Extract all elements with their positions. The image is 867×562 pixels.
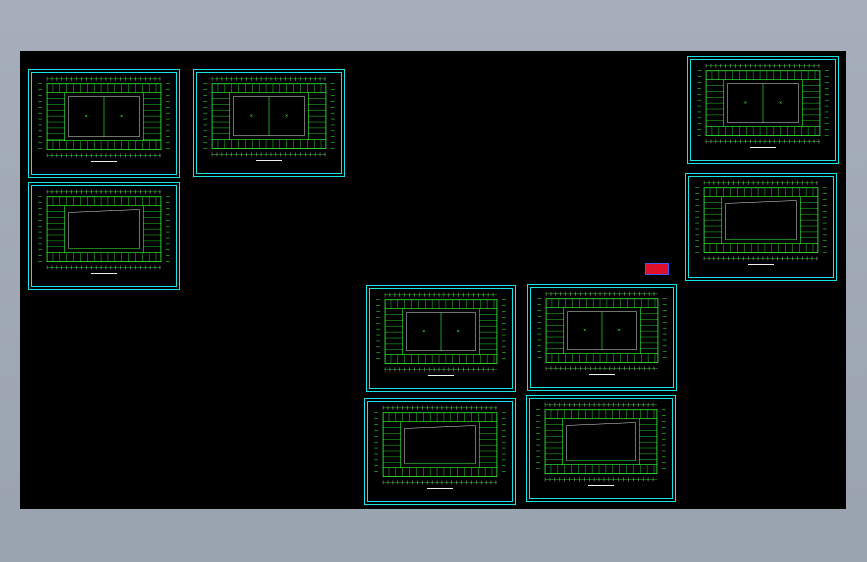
- svg-text:✕: ✕: [422, 329, 425, 334]
- sheet-inner-frame: [31, 72, 177, 175]
- floor-plan-drawing: [38, 189, 170, 270]
- svg-text:✕: ✕: [250, 113, 253, 118]
- floor-plan-drawing: ✕✕: [38, 76, 170, 158]
- svg-text:✕: ✕: [583, 328, 586, 333]
- sheet-inner-frame: [529, 398, 673, 499]
- sheet-title: [527, 486, 675, 492]
- sheet-inner-frame: [690, 59, 836, 161]
- floor-plan-drawing: ✕✕: [697, 63, 829, 144]
- svg-text:✕: ✕: [618, 328, 621, 333]
- floor-plan-drawing: ✕✕: [537, 291, 667, 371]
- drawing-sheet[interactable]: [28, 182, 180, 290]
- sheet-title: [686, 265, 836, 271]
- drawing-sheet[interactable]: [364, 398, 516, 505]
- svg-text:✕: ✕: [85, 114, 88, 119]
- svg-text:✕: ✕: [457, 329, 460, 334]
- drawing-sheet[interactable]: ✕✕: [527, 284, 677, 391]
- sheet-inner-frame: [369, 288, 513, 389]
- drawing-sheet[interactable]: ✕✕: [193, 69, 345, 177]
- sheet-inner-frame: [688, 176, 834, 278]
- floor-plan-drawing: [374, 405, 506, 485]
- sheet-title: [528, 375, 676, 381]
- sheet-inner-frame: [196, 72, 342, 174]
- sheet-title: [367, 376, 515, 382]
- floor-plan-drawing: [536, 402, 666, 482]
- svg-text:✕: ✕: [779, 100, 782, 105]
- drawing-canvas[interactable]: ✕✕✕✕✕✕✕✕✕✕: [20, 51, 846, 509]
- floor-plan-drawing: ✕✕: [376, 292, 506, 372]
- sheet-inner-frame: [31, 185, 177, 287]
- drawing-sheet[interactable]: ✕✕: [28, 69, 180, 178]
- floor-plan-drawing: ✕✕: [203, 76, 335, 157]
- sheet-title: [688, 148, 838, 154]
- logo-badge-icon: [645, 263, 669, 275]
- floor-plan-drawing: [695, 180, 827, 261]
- svg-text:✕: ✕: [120, 114, 123, 119]
- sheet-title: [29, 162, 179, 168]
- sheet-title: [29, 274, 179, 280]
- sheet-title: [194, 161, 344, 167]
- drawing-sheet[interactable]: [526, 395, 676, 502]
- drawing-sheet[interactable]: ✕✕: [687, 56, 839, 164]
- sheet-inner-frame: [530, 287, 674, 388]
- drawing-sheet[interactable]: [685, 173, 837, 281]
- sheet-inner-frame: [367, 401, 513, 502]
- drawing-sheet[interactable]: ✕✕: [366, 285, 516, 392]
- sheet-title: [365, 489, 515, 495]
- svg-text:✕: ✕: [744, 100, 747, 105]
- svg-text:✕: ✕: [285, 113, 288, 118]
